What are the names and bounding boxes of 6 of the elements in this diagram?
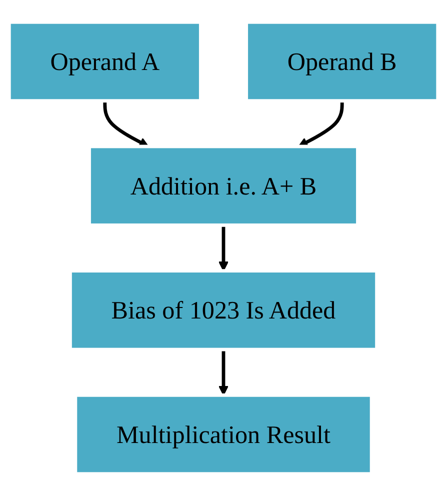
arrow	[103, 100, 149, 146]
arrow	[298, 100, 344, 146]
node-box: Bias of 1023 Is Added	[68, 268, 378, 351]
node-box: Addition i.e. A+ B	[88, 144, 360, 226]
arrow	[218, 349, 229, 396]
arrow	[218, 224, 229, 271]
